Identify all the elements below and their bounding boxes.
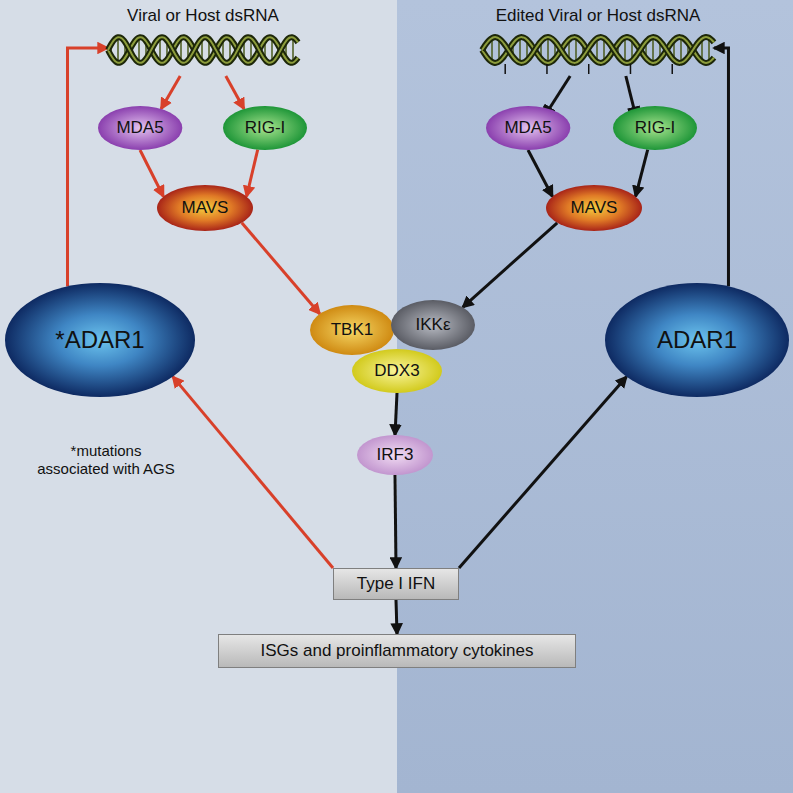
- sensor-ellipse: RIG-I: [223, 106, 307, 150]
- kinase-ellipse: IKKε: [391, 300, 475, 350]
- signal-arrow: [528, 150, 552, 197]
- signal-arrow: [395, 475, 396, 568]
- helix-strand-highlight: [108, 37, 298, 63]
- node-label: ADAR1: [657, 326, 737, 354]
- node-label: RIG-I: [635, 118, 676, 138]
- ellipse-fill: [157, 185, 253, 231]
- helix-strand: [482, 37, 714, 63]
- node-label: Viral or Host dsRNA: [127, 6, 279, 26]
- edit-mark: [504, 64, 506, 74]
- helix-strand: [482, 37, 714, 63]
- sensor-ellipse: RIG-I: [613, 106, 697, 150]
- ellipse-fill: [98, 106, 182, 150]
- process-box: Type I IFN: [333, 568, 459, 600]
- signal-arrow: [463, 223, 558, 308]
- helix-strand: [108, 37, 298, 63]
- process-box: ISGs and proinflammatory cytokines: [218, 634, 576, 668]
- sensor-ellipse: MDA5: [98, 106, 182, 150]
- ellipse-fill: [486, 106, 570, 150]
- dsrna-helix: [482, 30, 714, 76]
- enzyme-ellipse: *ADAR1: [5, 283, 195, 397]
- node-label: TBK1: [331, 320, 374, 340]
- node-label: DDX3: [374, 361, 419, 381]
- factor-ellipse: IRF3: [357, 435, 433, 475]
- signal-arrow: [242, 223, 320, 314]
- node-label: MAVS: [182, 198, 229, 218]
- helix-rung: [547, 37, 549, 63]
- signal-arrow: [459, 377, 627, 568]
- node-label: IRF3: [377, 445, 414, 465]
- signal-arrow: [140, 150, 163, 197]
- left-panel: [0, 0, 397, 793]
- node-label: Type I IFN: [357, 574, 435, 594]
- signal-arrow: [161, 76, 180, 109]
- ellipse-fill: [352, 349, 442, 393]
- signal-arrow: [395, 393, 397, 435]
- signal-arrow: [714, 48, 728, 286]
- edit-mark: [630, 64, 632, 74]
- helix-strand-highlight: [482, 37, 714, 63]
- ellipse-fill: [391, 300, 475, 350]
- helicase-ellipse: DDX3: [352, 349, 442, 393]
- adaptor-ellipse: MAVS: [546, 185, 642, 231]
- edit-mark: [588, 64, 590, 74]
- right-panel: [397, 0, 793, 793]
- helix-rung: [117, 37, 119, 63]
- signal-arrow: [396, 600, 397, 634]
- ellipse-fill: [5, 283, 195, 397]
- node-label: MAVS: [571, 198, 618, 218]
- helix-strand-highlight: [108, 37, 298, 63]
- kinase-ellipse: TBK1: [310, 305, 394, 355]
- node-label: Edited Viral or Host dsRNA: [496, 6, 701, 26]
- node-label: MDA5: [504, 118, 551, 138]
- ellipse-fill: [613, 106, 697, 150]
- ellipse-fill: [357, 435, 433, 475]
- adaptor-ellipse: MAVS: [157, 185, 253, 231]
- helix-rung: [575, 37, 577, 62]
- edited-dsrna-node: Edited Viral or Host dsRNA: [482, 6, 714, 76]
- helix-rung: [680, 37, 682, 63]
- note-text: *mutations associated with AGS: [36, 442, 176, 478]
- helix-rung: [652, 37, 654, 63]
- enzyme-ellipse: ADAR1: [605, 283, 789, 397]
- ellipse-fill: [223, 106, 307, 150]
- ellipse-fill: [605, 283, 789, 397]
- signal-arrow: [636, 150, 648, 197]
- node-label: *ADAR1: [55, 326, 144, 354]
- dsrna-helix: [108, 30, 298, 76]
- helix-strand-highlight: [482, 37, 714, 63]
- node-label: MDA5: [116, 118, 163, 138]
- signal-arrow: [68, 48, 108, 286]
- sensor-ellipse: MDA5: [486, 106, 570, 150]
- node-label: ISGs and proinflammatory cytokines: [260, 641, 533, 661]
- signal-arrow: [549, 76, 570, 109]
- node-label: RIG-I: [245, 118, 286, 138]
- signal-arrow: [626, 76, 634, 109]
- signal-arrow: [226, 76, 244, 109]
- signal-arrow: [247, 150, 258, 197]
- edit-mark: [546, 64, 548, 74]
- node-label: IKKε: [416, 315, 451, 335]
- signal-arrow: [173, 377, 333, 568]
- helix-strand: [108, 37, 298, 63]
- ellipse-fill: [310, 305, 394, 355]
- dsrna-node: Viral or Host dsRNA: [108, 6, 298, 76]
- ellipse-fill: [546, 185, 642, 231]
- helix-rung: [519, 37, 521, 63]
- edit-mark: [671, 64, 673, 74]
